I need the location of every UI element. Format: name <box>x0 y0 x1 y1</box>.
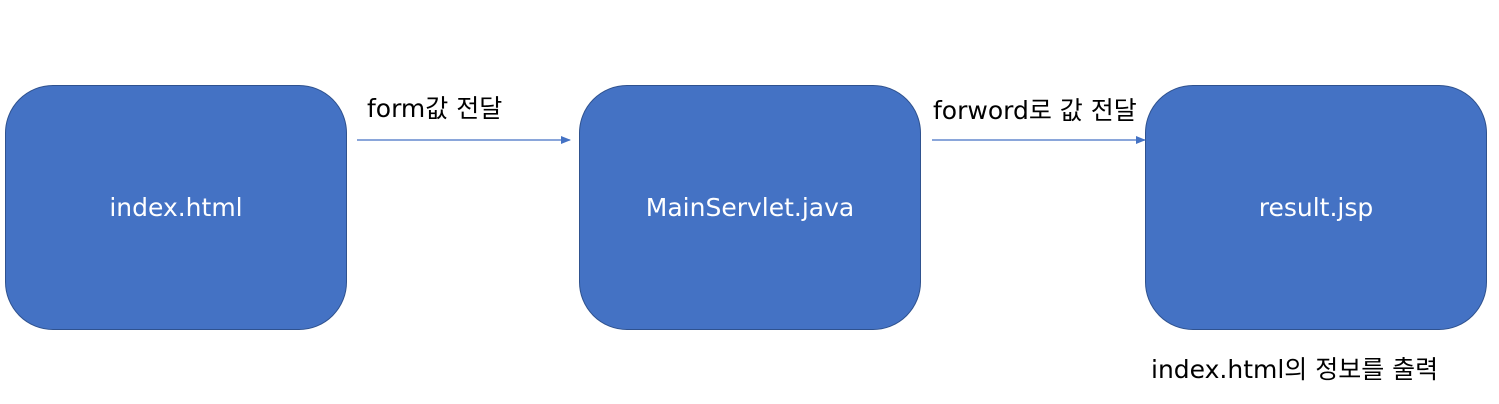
form-pass-label: form값 전달 <box>367 94 503 123</box>
index-html-node: index.html <box>5 85 347 330</box>
output-note: index.html의 정보를 출력 <box>1151 355 1439 384</box>
main-servlet-node-label: MainServlet.java <box>645 193 855 222</box>
result-jsp-node-label: result.jsp <box>1258 193 1374 222</box>
index-html-node-label: index.html <box>109 193 243 222</box>
main-servlet-node: MainServlet.java <box>579 85 921 330</box>
forward-pass-label: forword로 값 전달 <box>933 96 1137 125</box>
result-jsp-node: result.jsp <box>1145 85 1487 330</box>
